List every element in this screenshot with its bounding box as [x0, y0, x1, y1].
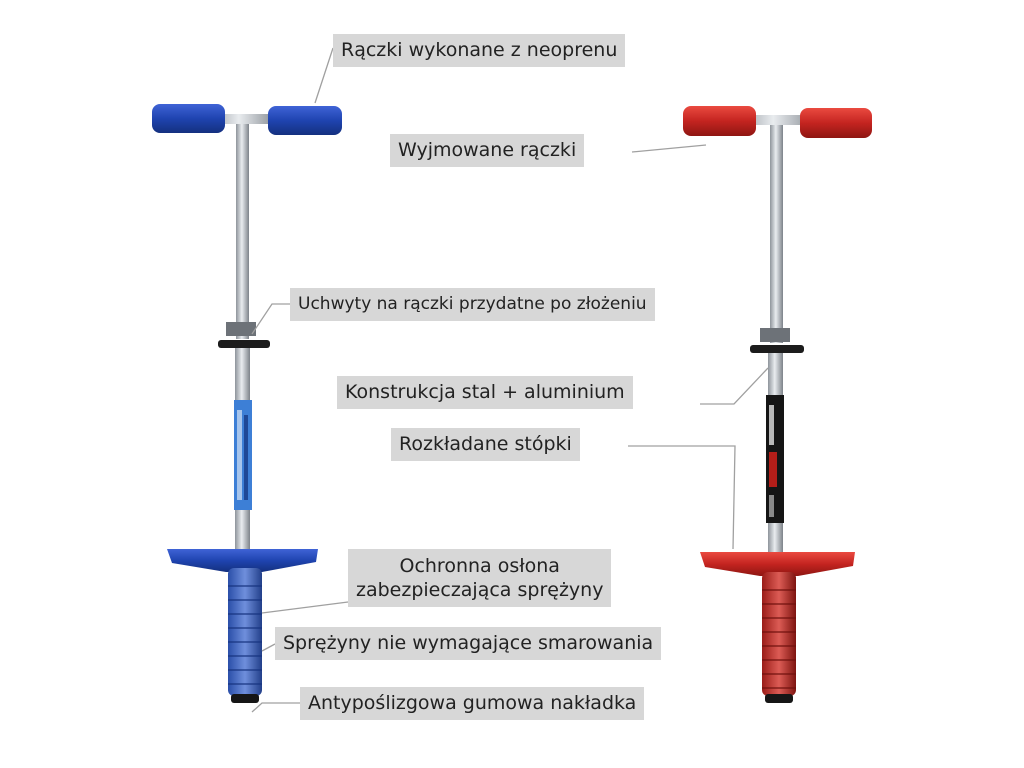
red-clamp	[760, 328, 790, 342]
blue-foot-pegs	[167, 549, 318, 572]
blue-t-bar	[205, 114, 280, 124]
red-handle-left	[683, 106, 756, 136]
label-handles-neoprene: Rączki wykonane z neoprenu	[333, 34, 626, 67]
label-removable-handles: Wyjmowane rączki	[390, 134, 585, 167]
blue-clamp	[226, 322, 256, 336]
label-construction: Konstrukcja stal + aluminium	[337, 376, 633, 409]
blue-decal	[234, 400, 252, 510]
red-spring-cover	[762, 572, 796, 696]
blue-lower-tube	[235, 348, 250, 400]
red-upper-tube	[770, 125, 783, 343]
red-lower-tube	[768, 353, 783, 395]
red-handle-right	[800, 108, 872, 138]
leader-lines	[251, 47, 769, 713]
blue-handle-right	[268, 106, 342, 135]
blue-rubber-tip	[231, 694, 259, 703]
red-rubber-tip	[765, 694, 793, 703]
blue-tube-bottom	[235, 510, 250, 552]
label-rubber-tip: Antypoślizgowa gumowa nakładka	[300, 687, 645, 720]
label-handle-holders: Uchwyty na rączki przydatne po złożeniu	[290, 288, 655, 321]
blue-handle-left	[152, 104, 225, 133]
red-tube-bottom	[768, 523, 783, 553]
label-spring-cover-line2: zabezpieczająca sprężyny	[356, 579, 604, 601]
red-collar	[750, 345, 804, 353]
blue-collar	[218, 340, 270, 348]
blue-pogo-stick	[152, 104, 342, 703]
label-spring-cover-line1: Ochronna osłona	[399, 555, 560, 577]
red-t-bar	[735, 115, 820, 125]
label-springs: Sprężyny nie wymagające smarowania	[275, 627, 662, 660]
blue-spring-cover	[228, 568, 262, 696]
blue-upper-tube	[236, 124, 249, 339]
label-spring-cover: Ochronna osłona zabezpieczająca sprężyny	[348, 549, 612, 607]
red-foot-pegs	[700, 552, 855, 576]
red-pogo-stick	[683, 106, 872, 703]
label-folding-steps: Rozkładane stópki	[391, 428, 580, 461]
